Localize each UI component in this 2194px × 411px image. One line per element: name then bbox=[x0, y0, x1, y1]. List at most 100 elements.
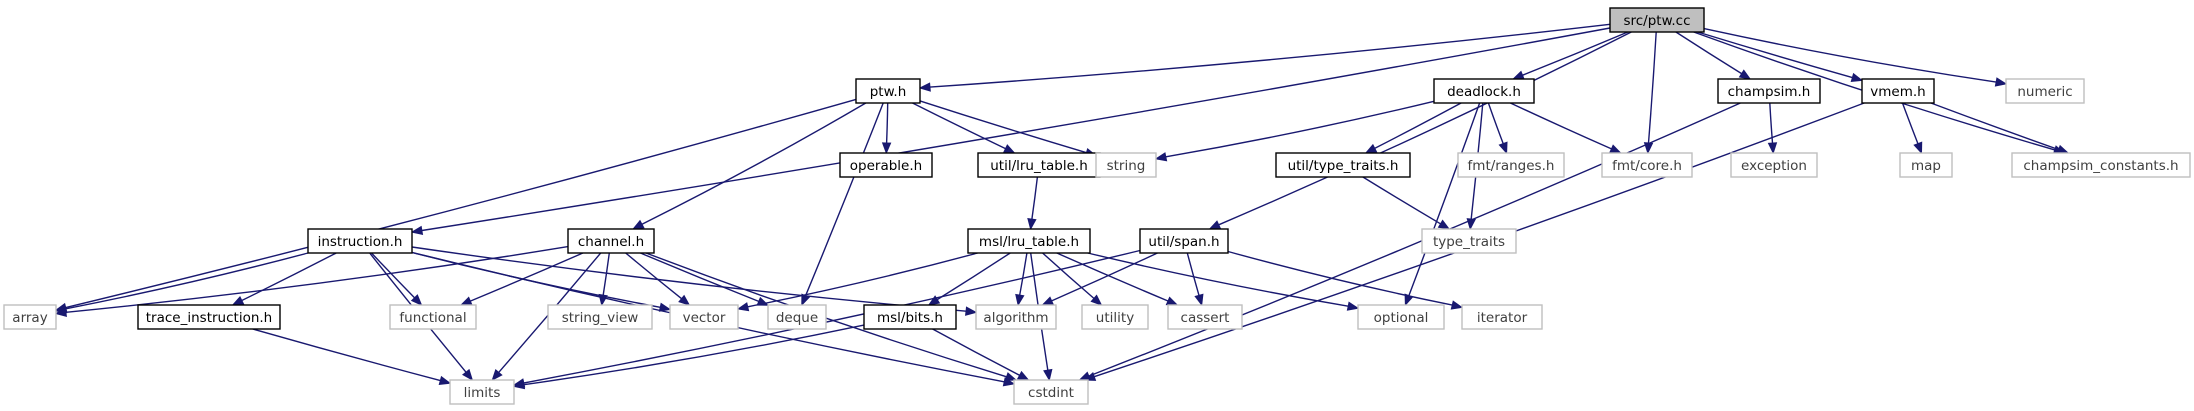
node-label: string bbox=[1107, 158, 1146, 174]
node-deadlock-h[interactable]: deadlock.h bbox=[1433, 78, 1535, 104]
edge-line bbox=[421, 27, 1611, 232]
edge-src_ptw_cc-to-vmem_h bbox=[1697, 31, 1864, 82]
edge-arrowhead bbox=[2056, 144, 2070, 154]
edge-util_span_h-to-iterator bbox=[1227, 250, 1464, 310]
edge-instruction_h-to-functional bbox=[370, 252, 423, 306]
edge-ptw_h-to-operable_h bbox=[881, 102, 892, 155]
edge-line bbox=[241, 252, 337, 302]
node-layer: src/ptw.cc ptw.h deadlock.h champsim.h vmem.… bbox=[3, 7, 2191, 405]
node-box bbox=[1013, 379, 1089, 405]
edge-channel_h-to-string_view bbox=[598, 252, 610, 307]
edge-line bbox=[919, 100, 1087, 154]
edge-arrowhead bbox=[1498, 141, 1508, 155]
node-util-type-traits-h[interactable]: util/type_traits.h bbox=[1275, 152, 1411, 178]
node-msl-lru-table-h[interactable]: msl/lru_table.h bbox=[967, 228, 1091, 254]
node-string-view: string_view bbox=[547, 304, 653, 330]
node-box bbox=[975, 304, 1057, 330]
node-box bbox=[389, 304, 477, 330]
node-vmem-h[interactable]: vmem.h bbox=[1861, 78, 1935, 104]
node-algorithm: algorithm bbox=[975, 304, 1057, 330]
node-limits: limits bbox=[449, 379, 515, 405]
node-box bbox=[547, 304, 653, 330]
node-numeric: numeric bbox=[2005, 78, 2085, 104]
node-box bbox=[1357, 304, 1445, 330]
edge-deadlock_h-to-fmt_ranges_h bbox=[1487, 102, 1508, 155]
node-functional: functional bbox=[389, 304, 477, 330]
edge-util_type_traits_h-to-type_traits bbox=[1362, 176, 1451, 230]
node-label: src/ptw.cc bbox=[1623, 13, 1690, 29]
edge-line bbox=[470, 252, 584, 302]
node-champsim-h[interactable]: champsim.h bbox=[1717, 78, 1821, 104]
node-label: vmem.h bbox=[1870, 84, 1925, 100]
node-box bbox=[1139, 228, 1229, 254]
edge-arrowhead bbox=[965, 306, 978, 316]
edge-msl_bits_h-to-cstdint bbox=[932, 328, 1030, 381]
edge-line bbox=[1362, 176, 1441, 225]
edge-line bbox=[1930, 102, 2059, 151]
edge-arrowhead bbox=[918, 82, 931, 92]
node-operable-h[interactable]: operable.h bbox=[839, 152, 933, 178]
edge-src_ptw_cc-to-ptw_h bbox=[918, 23, 1611, 92]
edge-src_ptw_cc-to-fmt_core_h bbox=[1643, 31, 1657, 155]
node-util-span-h[interactable]: util/span.h bbox=[1139, 228, 1229, 254]
edge-line bbox=[1769, 102, 1774, 144]
node-array: array bbox=[3, 304, 57, 330]
edge-line bbox=[1703, 27, 1997, 83]
node-label: functional bbox=[399, 310, 466, 326]
edge-line bbox=[1408, 102, 1481, 296]
node-label: optional bbox=[1374, 310, 1429, 326]
node-box bbox=[977, 152, 1101, 178]
node-box bbox=[307, 228, 413, 254]
edge-ptw_h-to-channel_h bbox=[632, 102, 867, 230]
edge-src_ptw_cc-to-deadlock_h bbox=[1511, 31, 1629, 80]
node-box bbox=[449, 379, 515, 405]
edge-line bbox=[1647, 31, 1657, 144]
node-util-lru-table-h[interactable]: util/lru_table.h bbox=[977, 152, 1101, 178]
node-box bbox=[863, 304, 957, 330]
edge-arrowhead bbox=[1015, 293, 1025, 307]
node-msl-bits-h[interactable]: msl/bits.h bbox=[863, 304, 957, 330]
node-cassert: cassert bbox=[1167, 304, 1243, 330]
node-fmt-ranges-h: fmt/ranges.h bbox=[1457, 152, 1565, 178]
edge-trace_instruction_h-to-limits bbox=[252, 328, 452, 385]
edge-arrowhead bbox=[1364, 143, 1378, 154]
node-label: fmt/ranges.h bbox=[1468, 158, 1555, 174]
edge-arrowhead bbox=[1208, 220, 1222, 230]
edge-arrowhead bbox=[632, 219, 645, 230]
edge-line bbox=[1901, 102, 1919, 144]
node-exception: exception bbox=[1730, 152, 1818, 178]
node-label: champsim_constants.h bbox=[2023, 158, 2178, 174]
node-box bbox=[669, 304, 739, 330]
node-label: iterator bbox=[1477, 310, 1528, 326]
node-label: utility bbox=[1096, 310, 1134, 326]
node-ptw-h[interactable]: ptw.h bbox=[855, 78, 921, 104]
edge-msl_lru_table_h-to-vector bbox=[736, 252, 978, 312]
node-label: limits bbox=[464, 385, 501, 401]
edge-arrowhead bbox=[1511, 70, 1525, 80]
node-trace-instruction-h[interactable]: trace_instruction.h bbox=[137, 304, 281, 330]
edge-arrowhead bbox=[438, 375, 452, 385]
edge-arrowhead bbox=[1738, 69, 1752, 80]
node-channel-h[interactable]: channel.h bbox=[567, 228, 655, 254]
node-instruction-h[interactable]: instruction.h bbox=[307, 228, 413, 254]
node-label: trace_instruction.h bbox=[146, 310, 272, 326]
node-box bbox=[1717, 78, 1821, 104]
edge-line bbox=[932, 328, 1020, 376]
node-box bbox=[1081, 304, 1149, 330]
edge-arrowhead bbox=[927, 295, 941, 306]
edge-arrowhead bbox=[1994, 77, 2008, 87]
edge-line bbox=[1031, 176, 1039, 220]
node-src-ptw-cc: src/ptw.cc bbox=[1609, 7, 1705, 33]
node-box bbox=[1433, 78, 1535, 104]
edge-msl_lru_table_h-to-algorithm bbox=[1015, 252, 1028, 307]
edge-ptw_h-to-array bbox=[54, 98, 857, 313]
node-optional: optional bbox=[1357, 304, 1445, 330]
node-map: map bbox=[1899, 152, 1953, 178]
edge-msl_lru_table_h-to-cassert bbox=[1056, 252, 1179, 306]
edge-arrowhead bbox=[1609, 144, 1622, 154]
edge-line bbox=[747, 252, 978, 308]
edge-line bbox=[804, 102, 884, 296]
node-label: operable.h bbox=[850, 158, 922, 174]
edge-line bbox=[523, 324, 865, 386]
